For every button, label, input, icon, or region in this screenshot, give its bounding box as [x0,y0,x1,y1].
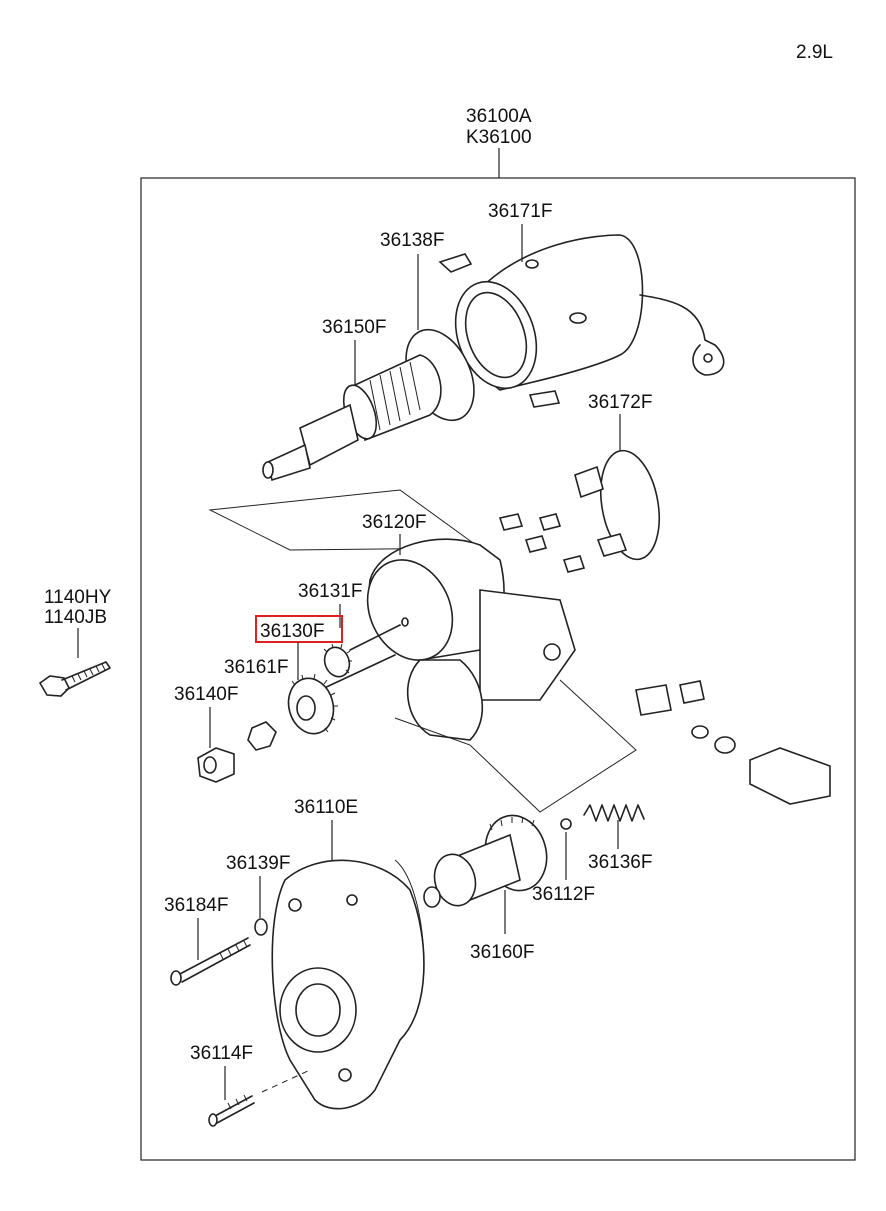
pinion-small-gear[interactable] [321,643,354,680]
label-36114F[interactable]: 36114F [190,1043,253,1064]
front-housing[interactable] [271,859,425,1110]
label-36172F[interactable]: 36172F [588,392,652,413]
assembly-frame [140,177,856,1161]
flange-bolt-icon[interactable] [38,661,111,697]
brush-holder[interactable] [498,446,667,573]
gear-housing[interactable] [352,538,831,813]
return-spring[interactable] [583,804,645,822]
label-36171F[interactable]: 36171F [488,201,552,222]
label-36120F[interactable]: 36120F [362,512,426,533]
washer-36139F[interactable] [254,918,268,936]
label-36160F[interactable]: 36160F [470,942,534,963]
external-bolt-label-2[interactable]: 1140JB [44,607,107,628]
intermediate-shaft[interactable] [319,617,409,691]
label-36138F[interactable]: 36138F [380,230,444,251]
label-36112F[interactable]: 36112F [532,884,595,905]
roller-retainer[interactable] [197,721,277,783]
assembly-part-number[interactable]: 36100A [466,106,532,127]
label-36136F[interactable]: 36136F [588,852,652,873]
label-36131F[interactable]: 36131F [298,581,362,602]
label-36161F[interactable]: 36161F [224,657,288,678]
through-bolt[interactable] [170,937,251,986]
label-36130F[interactable]: 36130F [260,621,324,642]
steel-ball[interactable] [560,818,572,830]
idler-gear[interactable] [283,673,340,738]
label-36140F[interactable]: 36140F [174,684,238,705]
label-36150F[interactable]: 36150F [322,317,386,338]
yoke-field-coil[interactable] [438,234,725,408]
engine-label: 2.9L [796,42,833,63]
label-36184F[interactable]: 36184F [164,895,228,916]
housing-screw[interactable] [208,1069,311,1127]
label-36139F[interactable]: 36139F [226,853,290,874]
external-bolt-label-1[interactable]: 1140HY [44,587,112,608]
label-36110E[interactable]: 36110E [294,797,358,818]
assembly-kit-number[interactable]: K36100 [466,127,532,148]
armature[interactable] [262,354,442,482]
highlight-box-36130F [255,615,343,643]
pinion-clutch[interactable] [423,809,555,911]
housing-flange-edge [394,859,425,1001]
